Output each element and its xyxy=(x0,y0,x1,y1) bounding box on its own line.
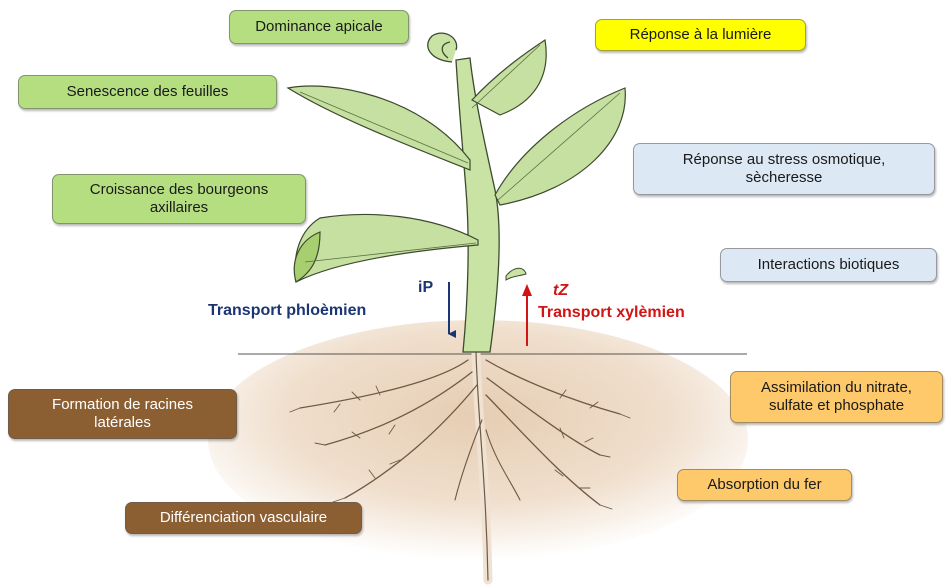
dominance-apicale-text: Dominance apicale xyxy=(255,18,383,36)
stress-line-1: Réponse au stress osmotique, xyxy=(683,151,886,169)
croissance-bourgeons-text: Croissance des bourgeons axillaires xyxy=(90,181,268,217)
axillary-bud xyxy=(506,268,526,280)
formation-racines-text: Formation de racines latérales xyxy=(52,396,193,432)
reponse-lumiere-text: Réponse à la lumière xyxy=(630,26,772,44)
senescence-box: Senescence des feuilles xyxy=(18,75,277,109)
interactions-biotiques-box: Interactions biotiques xyxy=(720,248,937,282)
xylem-code: tZ xyxy=(553,282,568,300)
phloem-label: Transport phloèmien xyxy=(208,302,366,320)
formation-line-2: latérales xyxy=(52,414,193,432)
formation-line-1: Formation de racines xyxy=(52,396,193,414)
absorption-fer-text: Absorption du fer xyxy=(707,476,821,494)
assimilation-line-2: sulfate et phosphate xyxy=(761,397,912,415)
formation-racines-box: Formation de racines latérales xyxy=(8,389,237,439)
xylem-label: Transport xylèmien xyxy=(538,304,685,322)
phloem-code: iP xyxy=(418,279,433,297)
apical-bud xyxy=(428,33,457,62)
croissance-bourgeons-box: Croissance des bourgeons axillaires xyxy=(52,174,306,224)
stress-osmotique-box: Réponse au stress osmotique, sècheresse xyxy=(633,143,935,195)
differenciation-text: Différenciation vasculaire xyxy=(160,509,327,527)
senescence-text: Senescence des feuilles xyxy=(67,83,229,101)
stress-osmotique-text: Réponse au stress osmotique, sècheresse xyxy=(683,151,886,187)
absorption-fer-box: Absorption du fer xyxy=(677,469,852,501)
dominance-apicale-box: Dominance apicale xyxy=(229,10,409,44)
stress-line-2: sècheresse xyxy=(683,169,886,187)
croissance-line-2: axillaires xyxy=(90,199,268,217)
assimilation-line-1: Assimilation du nitrate, xyxy=(761,379,912,397)
assimilation-box: Assimilation du nitrate, sulfate et phos… xyxy=(730,371,943,423)
croissance-line-1: Croissance des bourgeons xyxy=(90,181,268,199)
interactions-biotiques-text: Interactions biotiques xyxy=(758,256,900,274)
reponse-lumiere-box: Réponse à la lumière xyxy=(595,19,806,51)
assimilation-text: Assimilation du nitrate, sulfate et phos… xyxy=(761,379,912,415)
differenciation-box: Différenciation vasculaire xyxy=(125,502,362,534)
